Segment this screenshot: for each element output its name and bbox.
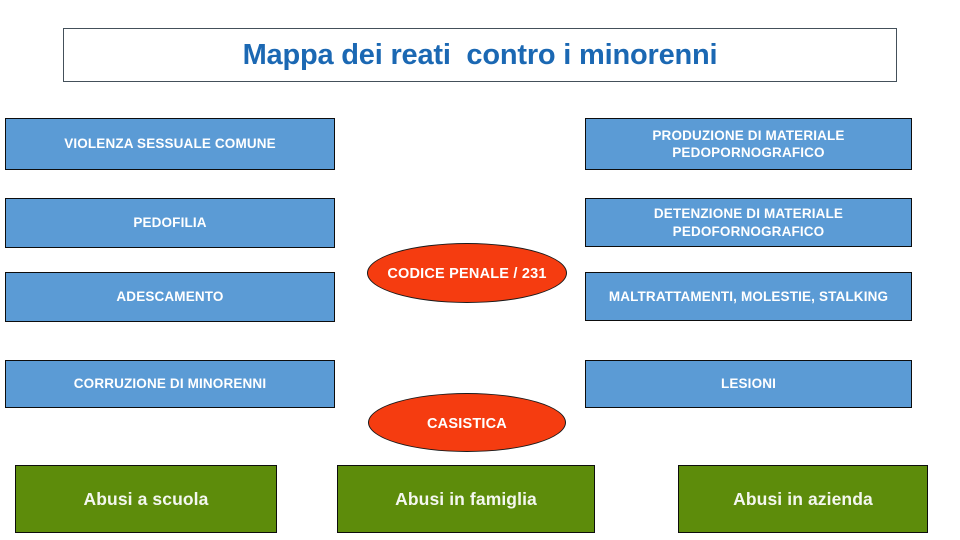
ambito-box-abusi-a-scuola[interactable]: Abusi a scuola bbox=[15, 465, 277, 533]
reato-box-maltrattamenti-molestie-stalking[interactable]: MALTRATTAMENTI, MOLESTIE, STALKING bbox=[585, 272, 912, 321]
node-casistica[interactable]: CASISTICA bbox=[368, 393, 566, 452]
reato-box-label: PEDOFILIA bbox=[133, 215, 207, 231]
node-label: CASISTICA bbox=[427, 416, 507, 432]
ambito-box-label: Abusi in famiglia bbox=[395, 488, 537, 509]
reato-box-lesioni[interactable]: LESIONI bbox=[585, 360, 912, 408]
ambito-box-abusi-in-famiglia[interactable]: Abusi in famiglia bbox=[337, 465, 595, 533]
reato-box-label: ADESCAMENTO bbox=[116, 289, 224, 305]
reato-box-label: LESIONI bbox=[720, 376, 777, 392]
reato-box-produzione-materiale-pedopornografico[interactable]: PRODUZIONE DI MATERIALE PEDOPORNOGRAFICO bbox=[585, 118, 912, 170]
reato-box-label: DETENZIONE DI MATERIALE PEDOFORNOGRAFICO bbox=[653, 206, 844, 239]
node-label: CODICE PENALE / 231 bbox=[387, 266, 547, 282]
reato-box-violenza-sessuale-comune[interactable]: VIOLENZA SESSUALE COMUNE bbox=[5, 118, 335, 170]
title-box: Mappa dei reati contro i minorenni bbox=[63, 28, 897, 82]
reato-box-pedofilia[interactable]: PEDOFILIA bbox=[5, 198, 335, 248]
reato-box-label: CORRUZIONE DI MINORENNI bbox=[73, 376, 267, 392]
reato-box-detenzione-materiale-pedofornografico[interactable]: DETENZIONE DI MATERIALE PEDOFORNOGRAFICO bbox=[585, 198, 912, 247]
reato-box-label: PRODUZIONE DI MATERIALE PEDOPORNOGRAFICO bbox=[652, 127, 845, 160]
reato-box-corruzione-di-minorenni[interactable]: CORRUZIONE DI MINORENNI bbox=[5, 360, 335, 408]
node-codice-penale-231[interactable]: CODICE PENALE / 231 bbox=[367, 243, 567, 303]
page-title: Mappa dei reati contro i minorenni bbox=[242, 38, 718, 71]
reato-box-adescamento[interactable]: ADESCAMENTO bbox=[5, 272, 335, 322]
ambito-box-label: Abusi in azienda bbox=[733, 488, 873, 509]
ambito-box-abusi-in-azienda[interactable]: Abusi in azienda bbox=[678, 465, 928, 533]
reato-box-label: VIOLENZA SESSUALE COMUNE bbox=[64, 136, 276, 152]
ambito-box-label: Abusi a scuola bbox=[83, 488, 209, 509]
reato-box-label: MALTRATTAMENTI, MOLESTIE, STALKING bbox=[608, 288, 889, 304]
